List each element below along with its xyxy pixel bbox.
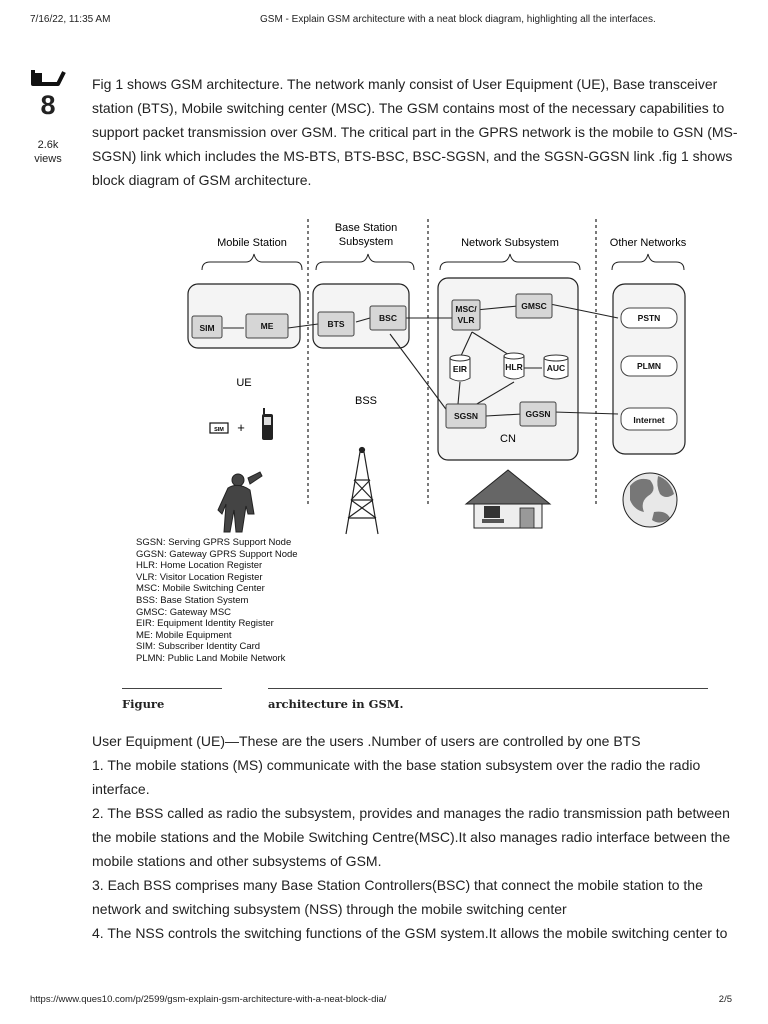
legend-item: ME: Mobile Equipment: [136, 629, 232, 641]
view-count-value: 2.6k: [37, 139, 59, 151]
ue-heading: User Equipment (UE): [92, 733, 226, 749]
node-eir: EIR: [453, 364, 467, 374]
thumbs-up-icon[interactable]: [30, 68, 66, 88]
legend-item: HLR: Home Location Register: [136, 560, 263, 572]
group-label-cn: CN: [500, 433, 516, 445]
legend-item: SGSN: Serving GPRS Support Node: [136, 537, 292, 548]
node-bts: BTS: [328, 319, 345, 329]
node-gmsc: GMSC: [521, 301, 547, 311]
globe-icon: [622, 472, 678, 528]
node-msc-line1: MSC/: [455, 304, 477, 314]
page-url: https://www.ques10.com/p/2599/gsm-explai…: [30, 994, 387, 1005]
node-msc-line2: VLR: [458, 315, 475, 325]
ue-heading-line: User Equipment (UE)—These are the users …: [92, 729, 740, 753]
body-point-4: 4. The NSS controls the switching functi…: [92, 925, 728, 941]
intro-paragraph: Fig 1 shows GSM architecture. The networ…: [92, 76, 738, 188]
gsm-architecture-diagram: Mobile Station Base Station Subsystem Ne…: [187, 219, 687, 535]
node-plmn: PLMN: [637, 361, 661, 371]
node-sgsn: SGSN: [454, 411, 478, 421]
ue-heading-rest: —These are the users .Number of users ar…: [225, 733, 641, 749]
print-header: 7/16/22, 11:35 AM GSM - Explain GSM arch…: [30, 14, 738, 30]
legend-item: VLR: Visitor Location Register: [136, 571, 263, 583]
vote-panel: 8 2.6k views: [22, 68, 74, 166]
node-ggsn: GGSN: [525, 409, 550, 419]
node-pstn: PSTN: [638, 313, 661, 323]
person-with-phone-icon: [217, 471, 263, 533]
vote-count: 8: [40, 90, 56, 120]
view-count-label: views: [34, 153, 62, 165]
body-point-2: 2. The BSS called as radio the subsystem…: [92, 805, 731, 869]
print-footer: https://www.ques10.com/p/2599/gsm-explai…: [30, 994, 738, 1008]
body-point-1: 1. The mobile stations (MS) communicate …: [92, 757, 701, 797]
print-datetime: 7/16/22, 11:35 AM: [30, 14, 111, 25]
node-auc: AUC: [547, 363, 565, 373]
page-number: 2/5: [718, 994, 732, 1005]
legend-item: GGSN: Gateway GPRS Support Node: [136, 548, 298, 560]
legend-item: PLMN: Public Land Mobile Network: [136, 652, 286, 664]
legend-item: BSS: Base Station System: [136, 594, 249, 606]
plus-sign: +: [237, 420, 245, 435]
body-point-3: 3. Each BSS comprises many Base Station …: [92, 877, 703, 917]
abbreviation-legend: SGSN: Serving GPRS Support Node GGSN: Ga…: [136, 537, 298, 665]
section-bss-line2: Subsystem: [339, 236, 393, 248]
legend-item: SIM: Subscriber Identity Card: [136, 641, 261, 653]
node-bsc: BSC: [379, 313, 397, 323]
node-me: ME: [261, 321, 274, 331]
group-label-ue: UE: [236, 377, 251, 389]
section-other-networks: Other Networks: [610, 237, 687, 249]
legend-item: MSC: Mobile Switching Center: [136, 583, 265, 595]
section-mobile-station: Mobile Station: [217, 237, 287, 249]
body-text: User Equipment (UE)—These are the users …: [92, 729, 740, 945]
radio-tower-icon: [345, 446, 379, 535]
print-page-title: GSM - Explain GSM architecture with a ne…: [260, 14, 656, 25]
sim-card-label: SIM: [214, 427, 224, 433]
node-sim: SIM: [199, 323, 214, 333]
mobile-phone-icon: [262, 408, 273, 440]
sim-card-icon: SIM: [209, 422, 229, 434]
group-label-bss: BSS: [355, 395, 377, 407]
caption-rule-right: [268, 688, 708, 689]
node-hlr: HLR: [505, 362, 522, 372]
house-with-computer-icon: [464, 469, 552, 529]
section-bss-line1: Base Station: [335, 222, 397, 234]
legend-item: GMSC: Gateway MSC: [136, 606, 232, 618]
caption-rule-left: [122, 688, 222, 689]
section-network: Network Subsystem: [461, 237, 559, 249]
figure-caption-title: architecture in GSM.: [268, 697, 404, 711]
node-internet: Internet: [633, 415, 664, 425]
view-count: 2.6k views: [22, 138, 74, 166]
figure-caption-label: Figure: [122, 697, 165, 711]
legend-item: EIR: Equipment Identity Register: [136, 618, 274, 630]
